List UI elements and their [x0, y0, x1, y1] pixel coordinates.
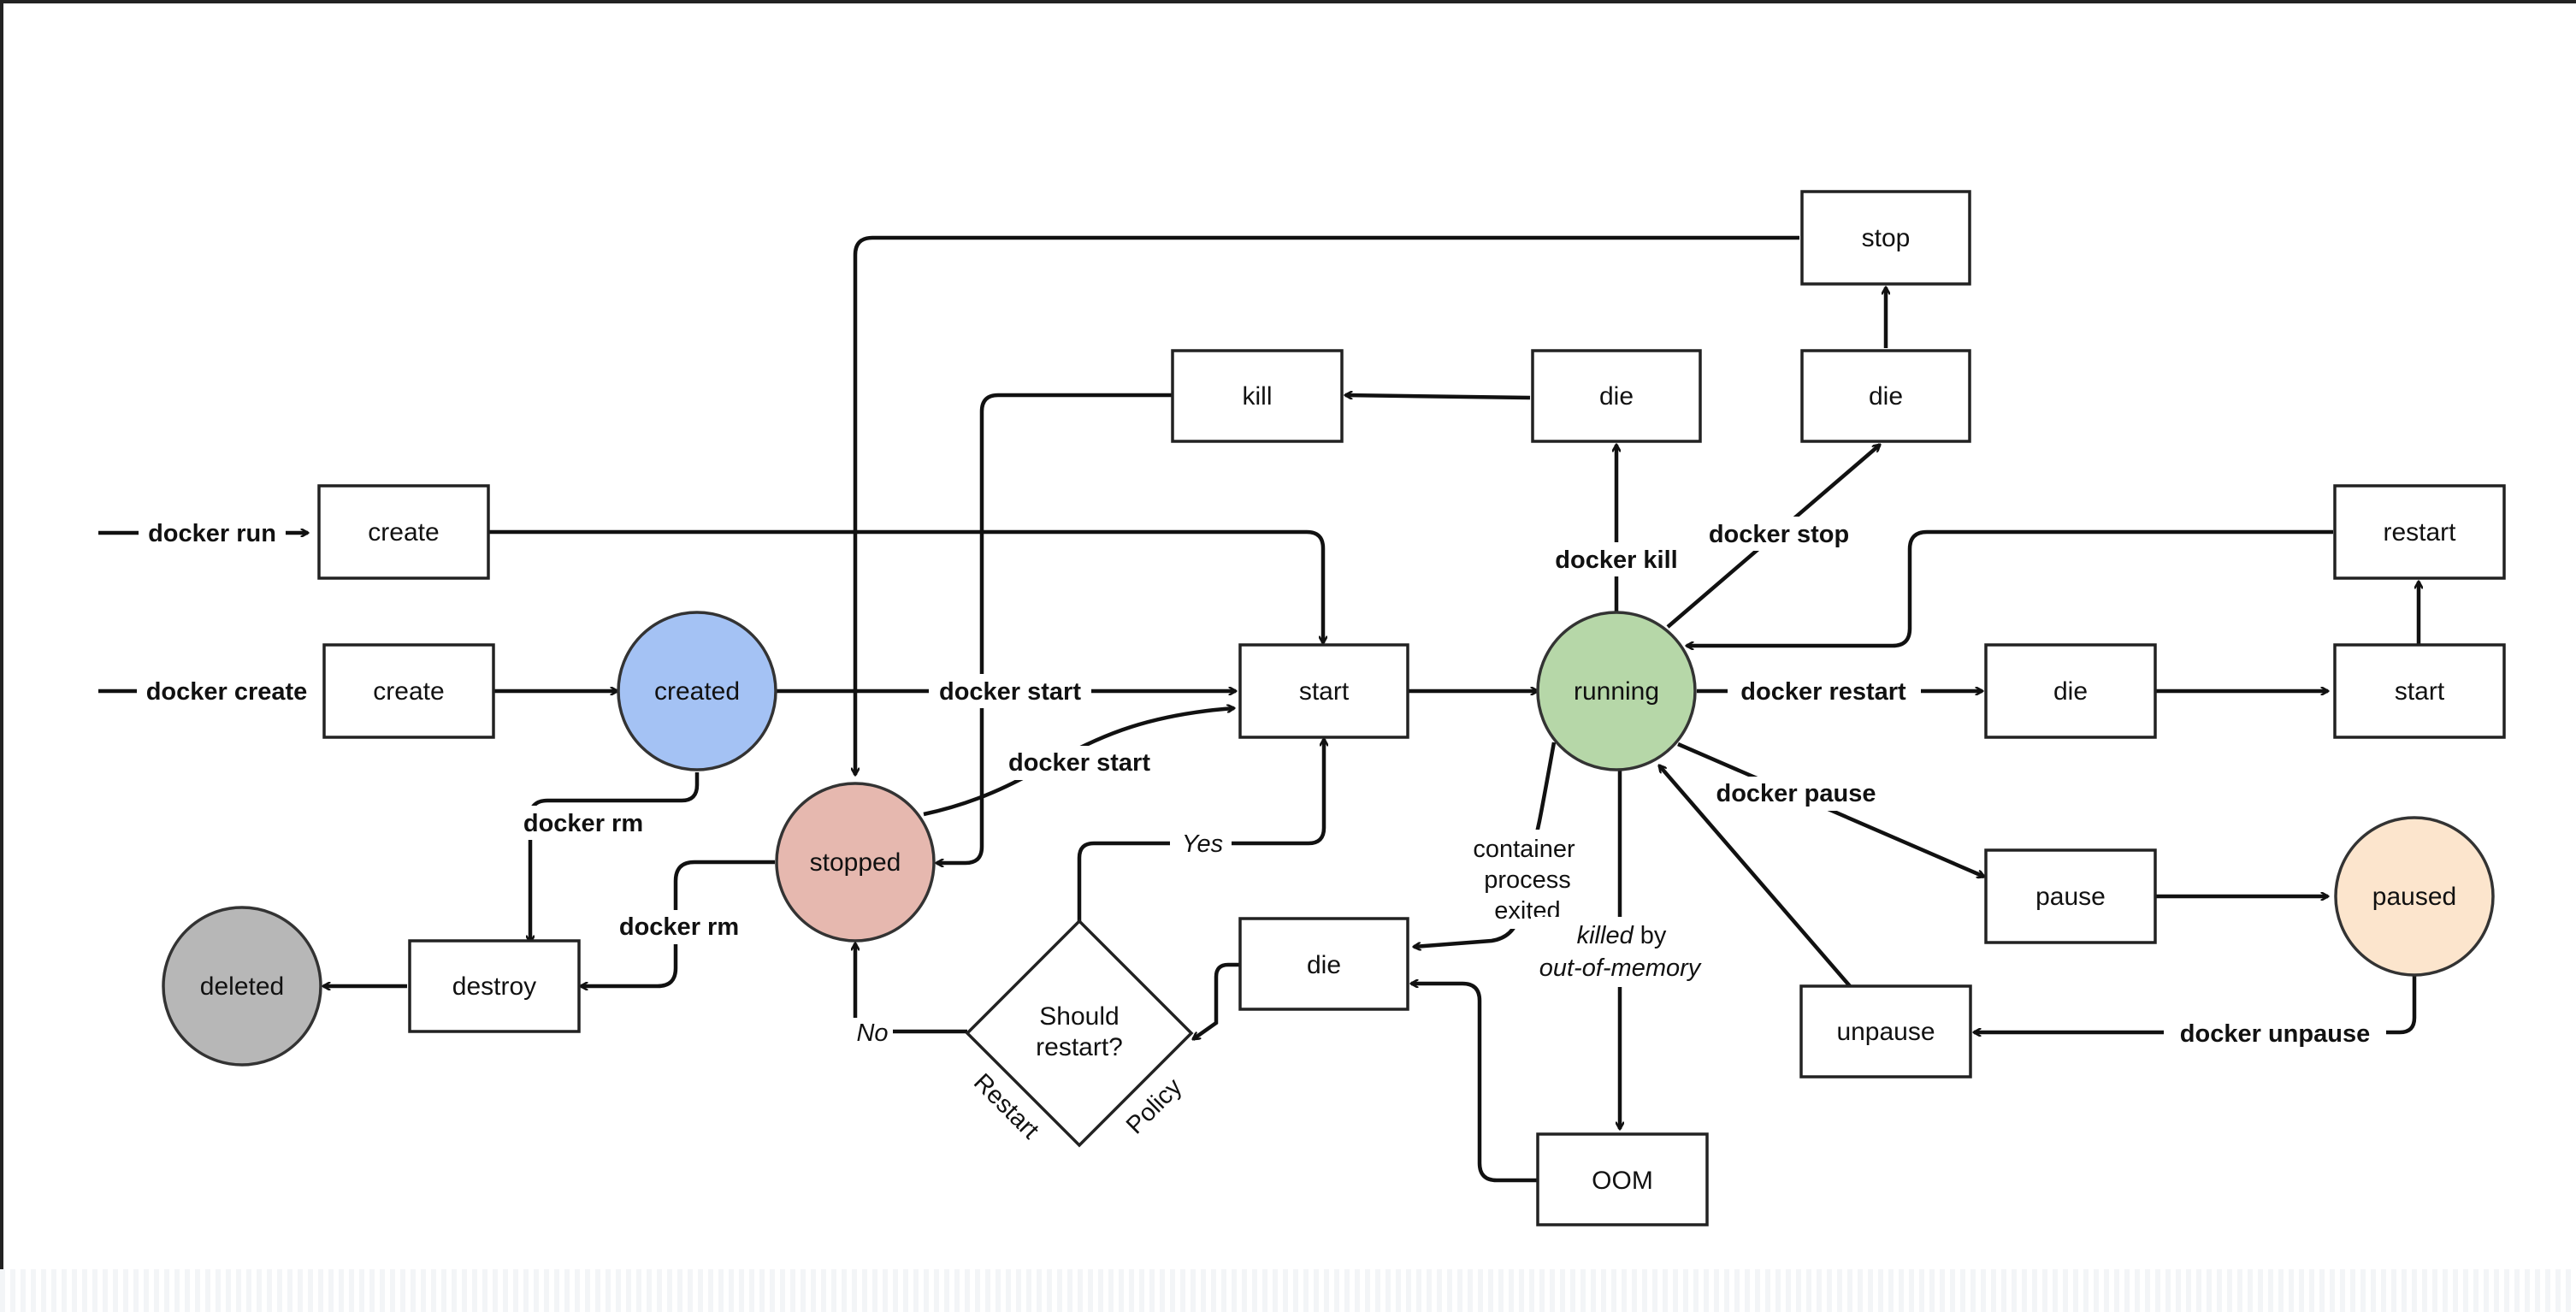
svg-text:stopped: stopped — [810, 848, 901, 877]
label-no: No — [856, 1019, 888, 1047]
event-destroy[interactable]: destroy — [408, 939, 581, 1033]
label-docker-restart: docker restart — [1740, 678, 1906, 706]
state-running[interactable]: running — [1536, 611, 1697, 771]
label-docker-run: docker run — [148, 520, 276, 547]
svg-text:start: start — [2395, 677, 2445, 706]
arrow-die-decision — [1193, 962, 1240, 1041]
event-kill[interactable]: kill — [1171, 349, 1344, 443]
label-docker-create: docker create — [146, 678, 308, 706]
svg-text:paused: paused — [2372, 883, 2456, 911]
event-die-stop[interactable]: die — [1800, 349, 1971, 443]
svg-text:die: die — [2053, 677, 2088, 706]
label-docker-kill: docker kill — [1555, 547, 1677, 574]
event-start-restart[interactable]: start — [2333, 643, 2506, 739]
bottom-stripe — [0, 1269, 2576, 1312]
svg-text:die: die — [1307, 951, 1341, 979]
event-unpause[interactable]: unpause — [1799, 984, 1972, 1079]
svg-text:running: running — [1574, 677, 1659, 706]
label-docker-pause: docker pause — [1716, 780, 1876, 807]
label-yes: Yes — [1182, 830, 1223, 858]
label-oom-line1: killed by — [1577, 922, 1667, 949]
svg-text:create: create — [368, 518, 439, 547]
arrow-unpause-running — [1659, 765, 1852, 988]
event-pause[interactable]: pause — [1984, 848, 2157, 944]
svg-text:destroy: destroy — [452, 972, 536, 1001]
label-docker-start: docker start — [939, 678, 1081, 706]
annotations: Yes No container process exited killed b… — [848, 826, 1712, 1049]
arrow-oom-die — [1411, 984, 1537, 1183]
event-die-restart[interactable]: die — [1984, 643, 2157, 739]
decision-should-restart[interactable]: Should restart? Restart Policy — [965, 919, 1194, 1148]
state-paused[interactable]: paused — [2334, 816, 2495, 977]
event-create-run[interactable]: create — [317, 484, 490, 580]
arrow-paused-unpause — [1974, 976, 2417, 1032]
label-docker-start-stopped: docker start — [1008, 749, 1150, 777]
svg-text:restart?: restart? — [1036, 1033, 1123, 1061]
label-exit-line1: container — [1473, 836, 1575, 863]
svg-text:stop: stop — [1862, 224, 1911, 252]
arrow-die-kill — [1345, 395, 1531, 400]
label-oom-line2: out-of-memory — [1539, 954, 1702, 982]
state-stopped[interactable]: stopped — [775, 782, 936, 943]
arrow-stop-stopped — [855, 235, 1799, 775]
svg-text:pause: pause — [2035, 883, 2106, 911]
svg-text:die: die — [1869, 382, 1903, 411]
svg-text:deleted: deleted — [200, 972, 284, 1001]
svg-text:start: start — [1299, 677, 1350, 706]
command-labels: docker run docker create docker start do… — [137, 515, 2386, 1050]
event-stop[interactable]: stop — [1800, 190, 1971, 286]
svg-text:OOM: OOM — [1592, 1167, 1653, 1195]
event-create[interactable]: create — [322, 643, 495, 739]
state-created[interactable]: created — [617, 611, 777, 771]
arrow-runcreate-start — [488, 529, 1323, 643]
svg-text:die: die — [1599, 382, 1634, 411]
label-docker-rm-stopped: docker rm — [619, 913, 739, 941]
svg-text:restart: restart — [2383, 518, 2456, 547]
label-exit-line2: process — [1484, 866, 1571, 894]
svg-text:kill: kill — [1243, 382, 1273, 411]
label-docker-stop: docker stop — [1709, 521, 1849, 548]
arrow-kill-stopped — [936, 393, 1173, 863]
event-restart[interactable]: restart — [2333, 484, 2506, 580]
event-die-kill[interactable]: die — [1531, 349, 1702, 443]
arrow-restart-running — [1687, 529, 2333, 646]
label-docker-rm-created: docker rm — [523, 810, 643, 837]
event-start[interactable]: start — [1238, 643, 1409, 739]
svg-text:created: created — [654, 677, 740, 706]
state-deleted[interactable]: deleted — [162, 906, 322, 1067]
svg-text:Should: Should — [1039, 1002, 1119, 1031]
event-oom[interactable]: OOM — [1536, 1132, 1709, 1226]
arrow-running-die-exit — [1414, 742, 1557, 947]
svg-text:unpause: unpause — [1836, 1018, 1935, 1046]
label-docker-unpause: docker unpause — [2180, 1020, 2370, 1048]
event-die-exit[interactable]: die — [1238, 917, 1409, 1011]
svg-text:create: create — [373, 677, 444, 706]
